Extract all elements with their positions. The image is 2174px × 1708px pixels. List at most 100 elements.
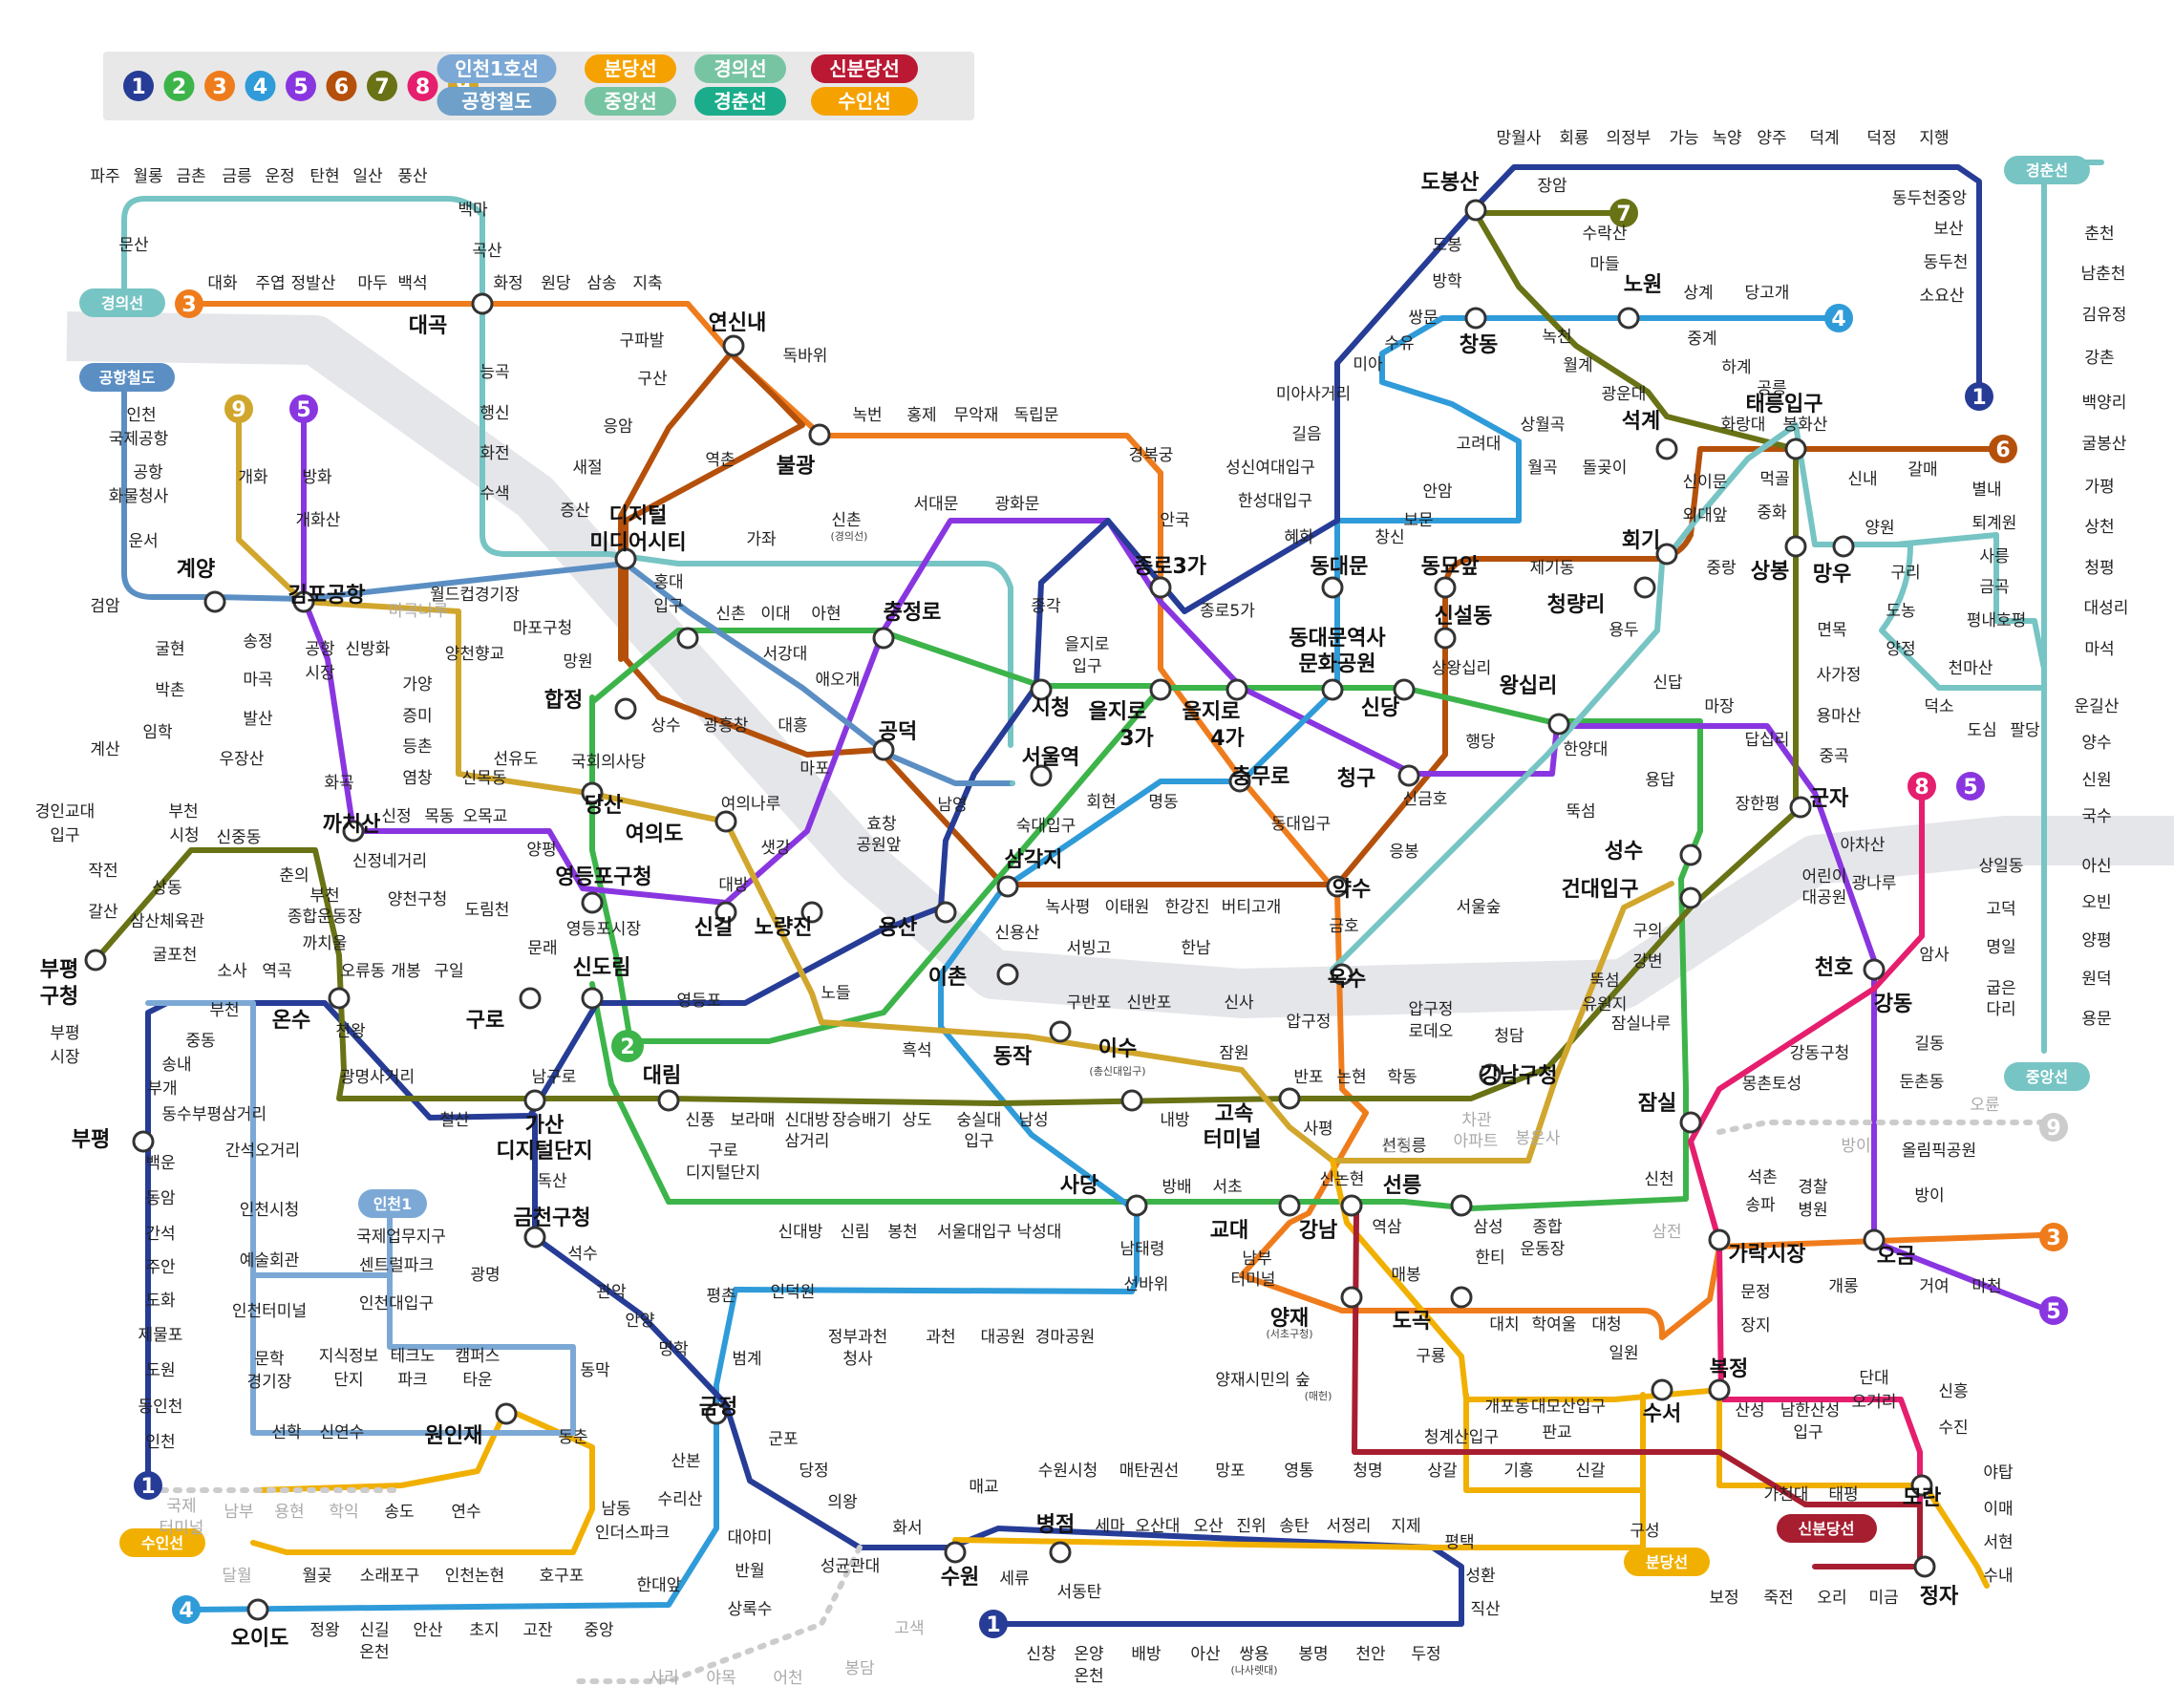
station-label-s99[interactable]: 증미 bbox=[402, 707, 432, 726]
transfer-yaksu[interactable] bbox=[1326, 875, 1349, 898]
station-label-s177[interactable]: 한남 bbox=[1181, 939, 1211, 958]
station-label-s554[interactable]: 돌곶이 bbox=[1583, 459, 1628, 478]
station-label-s497[interactable]: 대성리 bbox=[2084, 599, 2129, 618]
transfer-taereung[interactable] bbox=[1784, 438, 1807, 460]
station-label-s557[interactable]: 먹골 bbox=[1759, 470, 1789, 489]
station-label-s443[interactable]: 방이 bbox=[1914, 1186, 1944, 1206]
station-label-s398[interactable]: 아산 bbox=[1190, 1645, 1221, 1664]
station-label-s157[interactable]: 신길 bbox=[694, 916, 733, 940]
station-label-s139[interactable]: 갈산 bbox=[88, 903, 118, 922]
station-label-s373[interactable]: 봉담 bbox=[844, 1659, 875, 1678]
station-label-s420[interactable]: 오거리 bbox=[1852, 1393, 1897, 1412]
transfer-gangnam-gu[interactable] bbox=[1479, 1063, 1502, 1086]
station-label-s517[interactable]: 보산 bbox=[1933, 220, 1964, 239]
station-label-s434[interactable]: 마천 bbox=[1972, 1277, 2001, 1296]
station-label-s30[interactable]: 응암 bbox=[603, 417, 633, 437]
station-label-s178[interactable]: 이촌 bbox=[928, 966, 967, 990]
station-label-s312[interactable]: 양재시민의 숲 bbox=[1215, 1371, 1310, 1390]
station-label-s6[interactable]: 탄현 bbox=[309, 167, 339, 186]
station-label-s181[interactable]: 유원지 bbox=[1583, 995, 1628, 1014]
station-label-s31[interactable]: 새절 bbox=[572, 459, 602, 478]
station-label-s180[interactable]: 뚝섬 bbox=[1589, 971, 1619, 991]
transfer-singil[interactable] bbox=[714, 901, 737, 924]
station-label-s386[interactable]: 오산 bbox=[1193, 1517, 1224, 1536]
station-label-s260[interactable]: 센트럴파크 bbox=[359, 1256, 434, 1275]
station-label-s236[interactable]: 상도 bbox=[902, 1111, 931, 1130]
station-label-s285[interactable]: 방배 bbox=[1162, 1178, 1191, 1197]
station-label-s310[interactable]: 양재 bbox=[1270, 1307, 1309, 1331]
station-label-s548[interactable]: 창신 bbox=[1375, 528, 1404, 547]
station-label-s519[interactable]: 소요산 bbox=[1920, 287, 1965, 306]
station-label-s240[interactable]: 구로 bbox=[708, 1142, 737, 1161]
station-label-s335[interactable]: 용현 bbox=[274, 1503, 304, 1522]
transfer-samgakji[interactable] bbox=[996, 875, 1019, 898]
station-label-s128[interactable]: 성수 bbox=[1605, 840, 1643, 864]
station-label-s360[interactable]: 군포 bbox=[768, 1430, 798, 1449]
station-label-s261[interactable]: 인천대입구 bbox=[359, 1294, 434, 1313]
transfer-dobongsan[interactable] bbox=[1464, 199, 1487, 222]
station-label-s486[interactable]: 원덕 bbox=[2081, 970, 2111, 989]
station-label-s536[interactable]: 하계 bbox=[1721, 358, 1751, 377]
station-label-s480[interactable]: 양수 bbox=[2081, 734, 2111, 753]
transfer-chungmuro[interactable] bbox=[1228, 770, 1251, 793]
station-label-s263[interactable]: 단지 bbox=[333, 1371, 363, 1390]
transfer-bulgwang[interactable] bbox=[808, 423, 831, 446]
station-label-s545[interactable]: 성신여대입구 bbox=[1226, 459, 1315, 478]
station-label-s117[interactable]: 대흥 bbox=[778, 716, 807, 736]
station-label-s257[interactable]: 동인천 bbox=[139, 1398, 183, 1417]
station-label-s20[interactable]: 삼송 bbox=[586, 274, 616, 293]
transfer-jeongja[interactable] bbox=[1913, 1555, 1936, 1578]
transfer-dangsan[interactable] bbox=[581, 781, 604, 804]
station-label-s503[interactable]: 퇴계원 bbox=[1972, 514, 2017, 533]
station-label-s456[interactable]: 마장 bbox=[1704, 697, 1735, 716]
station-label-s402[interactable]: 천안 bbox=[1355, 1645, 1386, 1664]
station-label-s235[interactable]: 장승배기 bbox=[832, 1111, 892, 1130]
station-label-s164[interactable]: 남영 bbox=[937, 796, 967, 815]
station-label-s325[interactable]: 판교 bbox=[1542, 1423, 1571, 1442]
station-label-s433[interactable]: 거여 bbox=[1919, 1277, 1949, 1296]
station-label-s343[interactable]: 호구포 bbox=[540, 1567, 585, 1586]
transfer-ogeum[interactable] bbox=[1863, 1228, 1886, 1251]
station-label-s515[interactable]: 지행 bbox=[1919, 129, 1949, 148]
station-label-s262[interactable]: 지식정보 bbox=[319, 1347, 379, 1366]
station-label-s528[interactable]: 당고개 bbox=[1745, 284, 1790, 303]
station-label-s323[interactable]: 대모산입구 bbox=[1531, 1398, 1606, 1417]
station-label-s318[interactable]: 대치 bbox=[1489, 1315, 1519, 1334]
station-label-s399[interactable]: 쌍용 bbox=[1239, 1645, 1268, 1664]
station-label-s369[interactable]: 고색 bbox=[894, 1619, 924, 1638]
station-label-s28[interactable]: 구산 bbox=[637, 370, 668, 389]
station-label-s488[interactable]: 춘천 bbox=[2084, 224, 2114, 244]
station-label-s405[interactable]: 죽전 bbox=[1763, 1589, 1793, 1608]
station-label-s340[interactable]: 월곶 bbox=[302, 1567, 331, 1586]
station-label-s501[interactable]: 금곡 bbox=[1979, 578, 2009, 597]
station-label-s114[interactable]: 공덕 bbox=[879, 720, 917, 744]
station-label-s233[interactable]: 신대방 bbox=[785, 1111, 830, 1130]
transfer-gangnam[interactable] bbox=[1340, 1194, 1363, 1217]
station-label-s300[interactable]: 낙성대 bbox=[1017, 1223, 1062, 1242]
station-label-s380[interactable]: 상갈 bbox=[1427, 1462, 1458, 1481]
transfer-noryangjin[interactable] bbox=[800, 901, 823, 924]
station-label-s90[interactable]: 상왕십리 bbox=[1432, 659, 1492, 678]
station-label-s304[interactable]: 차관 bbox=[1461, 1111, 1491, 1130]
station-label-s332[interactable]: 국제 bbox=[166, 1497, 196, 1516]
station-label-s192[interactable]: 역곡 bbox=[262, 962, 291, 981]
transfer-moran[interactable] bbox=[1910, 1474, 1933, 1497]
station-label-s492[interactable]: 백양리 bbox=[2082, 394, 2127, 413]
station-label-s77[interactable]: 서강대 bbox=[763, 645, 808, 664]
station-label-s154[interactable]: 영등포구청 bbox=[555, 865, 651, 889]
station-label-s358[interactable]: 반월 bbox=[735, 1562, 764, 1581]
station-label-s98[interactable]: 가양 bbox=[402, 675, 432, 694]
station-label-s41[interactable]: 디지털 bbox=[609, 504, 668, 528]
station-label-s356[interactable]: 수리산 bbox=[658, 1490, 703, 1509]
station-label-s160[interactable]: 노량진 bbox=[755, 916, 813, 940]
station-label-s305[interactable]: 아파트 bbox=[1454, 1132, 1499, 1151]
transfer-seolleung[interactable] bbox=[1450, 1194, 1473, 1217]
station-label-s352[interactable]: 고잔 bbox=[522, 1621, 553, 1640]
station-label-s410[interactable]: 서현 bbox=[1983, 1533, 2013, 1552]
station-label-s520[interactable]: 도봉산 bbox=[1421, 171, 1480, 195]
station-label-s21[interactable]: 지축 bbox=[632, 274, 662, 293]
station-label-s293[interactable]: 운동장 bbox=[1521, 1240, 1566, 1259]
station-label-s243[interactable]: 부평삼거리 bbox=[192, 1105, 266, 1124]
transfer-wangsimni[interactable] bbox=[1547, 713, 1570, 736]
station-label-s249[interactable]: 경기장 bbox=[247, 1373, 292, 1392]
